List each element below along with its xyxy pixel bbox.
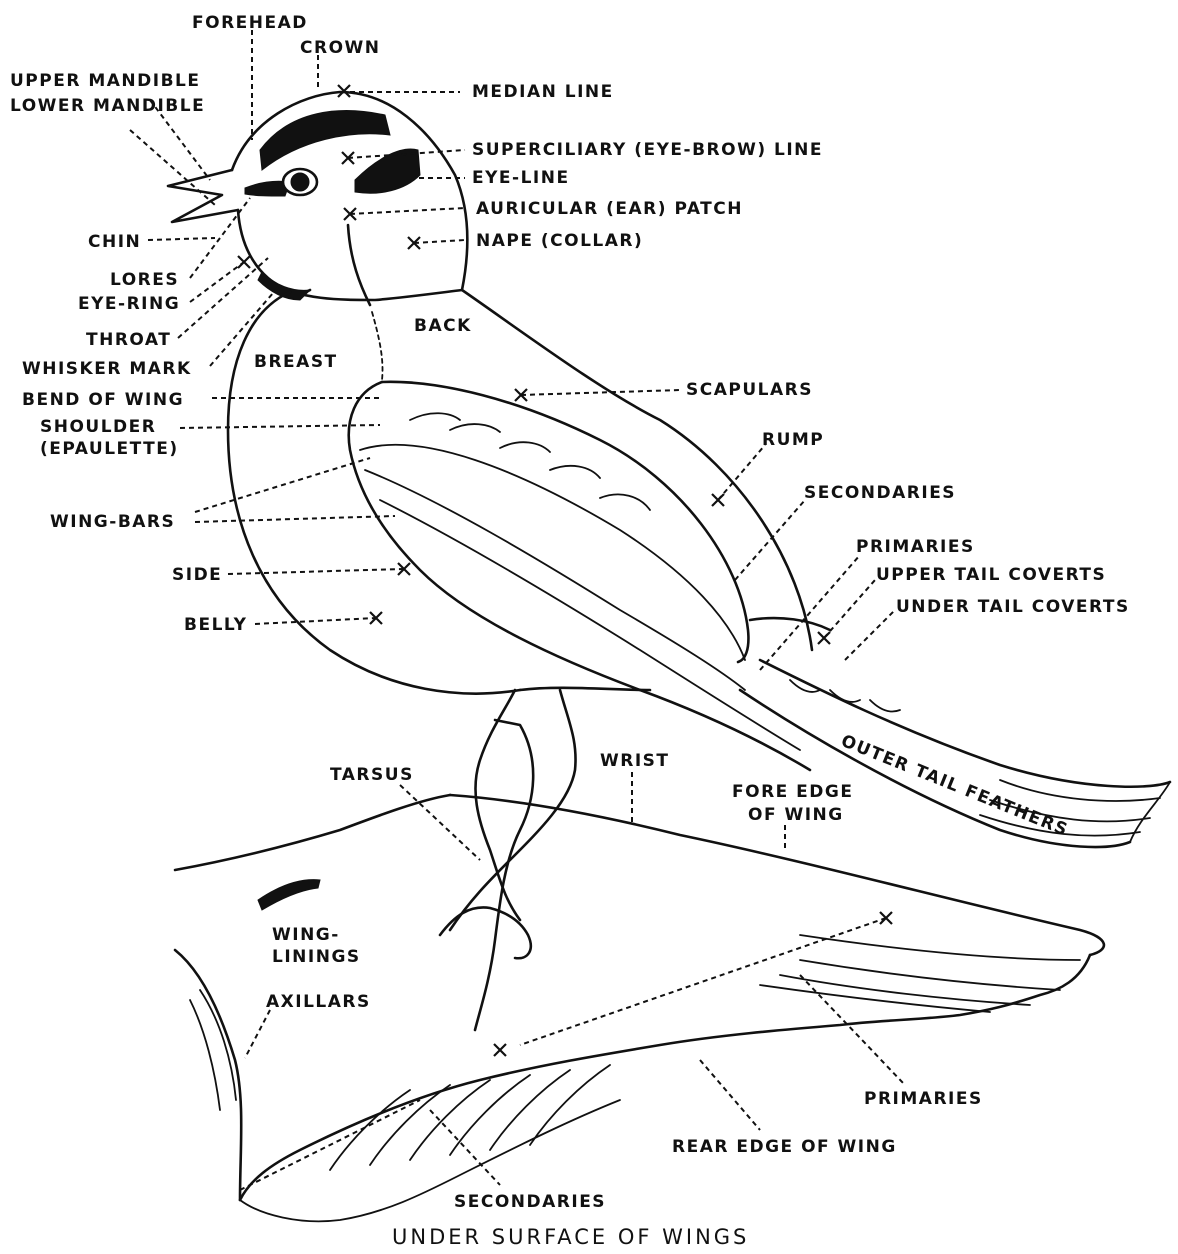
rump-lines (520, 618, 830, 690)
label-belly: BELLY (184, 615, 247, 635)
label-lores: LORES (110, 270, 179, 290)
breast-back-divider (372, 312, 383, 380)
labels: FOREHEAD CROWN UPPER MANDIBLE LOWER MAND… (10, 13, 1130, 1249)
label-eye-line: EYE-LINE (472, 168, 570, 188)
underwing-body-edge (175, 950, 241, 1200)
label-scapulars: SCAPULARS (686, 380, 813, 400)
label-auricular: AURICULAR (EAR) PATCH (476, 199, 743, 219)
label-forehead: FOREHEAD (192, 13, 308, 33)
leader-secondary-base (240, 1100, 420, 1190)
wing-lining-mark (258, 880, 320, 910)
leader-under-tail-coverts (845, 610, 895, 660)
label-whisker-mark: WHISKER MARK (22, 359, 192, 379)
marker-secondaries-underwing (494, 1044, 506, 1056)
folded-wing-top (382, 382, 748, 662)
beak-outline (168, 170, 238, 222)
label-under-tail-coverts: UNDER TAIL COVERTS (896, 597, 1130, 617)
perch-twig (475, 720, 533, 1030)
wing-covert-scallops (410, 413, 650, 510)
leg-right (450, 690, 576, 930)
label-chin: CHIN (88, 232, 141, 252)
leader-primaries (760, 555, 860, 670)
label-throat: THROAT (86, 330, 171, 350)
label-breast: BREAST (254, 352, 338, 372)
wing-feather-line-1 (365, 470, 745, 690)
leader-wing-bar-2 (195, 516, 395, 522)
label-lower-mandible: LOWER MANDIBLE (10, 96, 205, 116)
wing-bar-line (360, 445, 745, 660)
leader-auricular (350, 208, 465, 214)
wing-feather-line-2 (380, 500, 800, 750)
leader-secondaries (735, 500, 805, 580)
leader-lower-mandible (130, 130, 215, 205)
axillar-feathers (190, 990, 236, 1110)
label-upper-tail-coverts: UPPER TAIL COVERTS (876, 565, 1106, 585)
leader-chin (148, 238, 215, 240)
label-upper-mandible: UPPER MANDIBLE (10, 71, 201, 91)
label-superciliary: SUPERCILIARY (EYE-BROW) LINE (472, 140, 823, 160)
folded-wing-outline (349, 382, 810, 770)
label-secondaries-bottom: SECONDARIES (454, 1192, 606, 1212)
collar-line (348, 225, 370, 305)
label-rear-edge: REAR EDGE OF WING (672, 1137, 897, 1157)
leader-rear-edge (700, 1060, 760, 1130)
label-tarsus: TARSUS (330, 765, 414, 785)
label-nape: NAPE (COLLAR) (476, 231, 643, 251)
label-fore-edge-2: OF WING (748, 805, 844, 825)
crown-stripe (260, 111, 390, 170)
label-wrist: WRIST (600, 751, 670, 771)
leader-scapulars (521, 390, 680, 395)
leader-wing-bar-1 (195, 458, 370, 512)
tail-covert-scallops (790, 680, 900, 712)
leader-side (228, 569, 404, 574)
label-median-line: MEDIAN LINE (472, 82, 614, 102)
leader-throat (178, 258, 268, 338)
bird-drawing (168, 92, 1170, 1030)
leader-nape (414, 240, 465, 243)
label-side: SIDE (172, 565, 222, 585)
label-wing-linings-1: WING- (272, 925, 340, 945)
label-back: BACK (414, 316, 472, 336)
label-primaries-top: PRIMARIES (856, 537, 975, 557)
label-crown: CROWN (300, 38, 381, 58)
underwing-primary-lines (760, 935, 1080, 1012)
leader-belly (255, 618, 376, 624)
label-primaries-bottom: PRIMARIES (864, 1089, 983, 1109)
label-wing-bars: WING-BARS (50, 512, 175, 532)
label-rump: RUMP (762, 430, 824, 450)
throat-outline (238, 210, 310, 293)
leader-axillars (245, 1010, 270, 1058)
label-fore-edge-1: FORE EDGE (732, 782, 853, 802)
label-bend-of-wing: BEND OF WING (22, 390, 184, 410)
label-wing-linings-2: LININGS (272, 947, 361, 967)
caption-under-surface: UNDER SURFACE OF WINGS (392, 1225, 749, 1249)
eye (291, 173, 309, 191)
label-secondaries-top: SECONDARIES (804, 483, 956, 503)
label-axillars: AXILLARS (266, 992, 371, 1012)
underwing-fore-shoulder (175, 795, 450, 870)
tail-upper-edge (760, 660, 1170, 787)
label-eye-ring: EYE-RING (78, 294, 180, 314)
label-shoulder: SHOULDER (40, 417, 156, 437)
label-epaulette: (EPAULETTE) (40, 439, 179, 459)
